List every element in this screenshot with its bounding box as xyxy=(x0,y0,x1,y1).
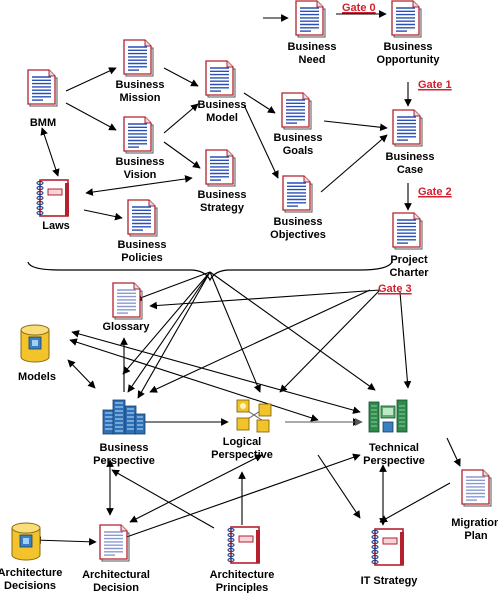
gate3-label: Gate 3 xyxy=(378,283,412,295)
connector-arrow xyxy=(317,454,361,519)
connector-arrow xyxy=(243,92,276,114)
business-objectives-document-icon xyxy=(282,175,313,213)
connector-arrow xyxy=(111,469,215,529)
business-goals-document-icon xyxy=(281,92,312,130)
gate2-label: Gate 2 xyxy=(418,186,452,198)
connector-arrow xyxy=(134,271,211,302)
bmm-document-icon xyxy=(27,69,58,107)
connector-arrow xyxy=(163,103,199,134)
icons-layer xyxy=(11,0,492,566)
business-need-document-icon xyxy=(295,0,326,38)
models-database-icon xyxy=(20,324,50,363)
it-strategy-label: IT Strategy xyxy=(361,575,419,587)
business-vision-document-icon xyxy=(123,116,154,154)
connector-arrow xyxy=(117,453,361,542)
connector-arrow xyxy=(33,536,97,546)
logical-perspective-icon xyxy=(236,399,272,433)
business-strategy-document-icon xyxy=(205,149,236,187)
models-label: Models xyxy=(18,371,56,383)
project-charter-document-icon xyxy=(392,212,423,250)
business-mission-document-icon xyxy=(123,39,154,77)
connector-arrow xyxy=(320,134,388,193)
architecture-principles-binder-icon xyxy=(227,526,260,564)
connector-arrow xyxy=(65,67,117,92)
bmm-label: BMM xyxy=(30,117,56,129)
gate1-label: Gate 1 xyxy=(418,79,452,91)
migration-plan-document-icon xyxy=(461,469,492,507)
connector-arrow xyxy=(163,67,199,87)
technical-perspective-server-icon xyxy=(368,399,408,433)
edges-layer xyxy=(33,10,461,546)
connector-arrow xyxy=(149,289,381,310)
glossary-label: Glossary xyxy=(102,321,150,333)
connector-arrow xyxy=(71,330,361,414)
laws-binder-icon xyxy=(36,179,69,217)
architecture-decisions-database-icon xyxy=(11,522,41,561)
connector-arrow xyxy=(69,338,319,422)
business-perspective-building-icon xyxy=(102,399,146,435)
connector-arrow xyxy=(323,120,388,132)
glossary-document-icon xyxy=(112,282,143,320)
connector-arrow xyxy=(379,482,451,523)
connector-arrow xyxy=(279,289,381,393)
business-case-document-icon xyxy=(392,109,423,147)
connector-arrow xyxy=(40,127,60,177)
business-model-document-icon xyxy=(205,60,236,98)
curly-brace xyxy=(27,261,393,282)
connector-arrow xyxy=(67,359,96,389)
connector-arrow xyxy=(137,271,211,399)
connector-arrow xyxy=(446,437,461,467)
connector-arrow xyxy=(163,141,201,169)
business-opportunity-document-icon xyxy=(391,0,422,38)
gate0-label: Gate 0 xyxy=(342,2,376,14)
connector-arrow xyxy=(243,104,279,179)
connector-arrow xyxy=(65,102,117,131)
laws-label: Laws xyxy=(42,220,70,232)
connector-arrow xyxy=(85,175,193,196)
business-policies-document-icon xyxy=(127,199,158,237)
architectural-decision-document-icon xyxy=(99,524,130,562)
connector-arrow xyxy=(83,209,123,221)
connector-arrow xyxy=(399,291,412,389)
it-strategy-binder-icon xyxy=(371,528,404,566)
